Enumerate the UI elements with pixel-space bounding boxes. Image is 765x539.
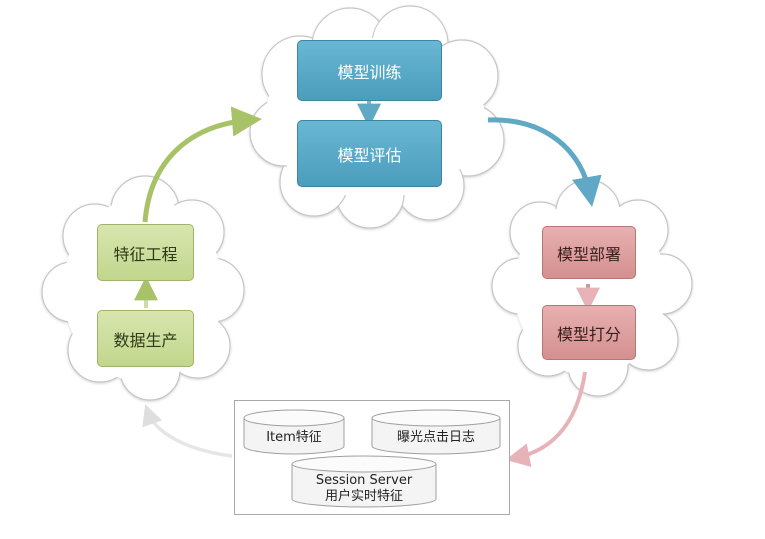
node-data-production: 数据生产 [97, 310, 194, 367]
arrow-evaluation-to-deployment [487, 117, 602, 207]
label-session-server-title: Session Server [315, 472, 413, 488]
arrow-storage-to-data [142, 404, 233, 458]
node-feature-engineering: 特征工程 [97, 224, 194, 281]
label-session-server-subtitle: 用户实时特征 [324, 488, 403, 504]
arrow-feature-to-training [142, 106, 262, 223]
label-exposure-click-log: 曝光点击日志 [396, 429, 475, 445]
arrow-scoring-to-storage [505, 371, 587, 467]
node-model-deployment: 模型部署 [542, 226, 636, 279]
label-item-features: Item特征 [266, 429, 322, 445]
node-model-scoring: 模型打分 [542, 305, 636, 360]
node-model-evaluation: 模型评估 [297, 120, 442, 187]
node-model-training: 模型训练 [297, 40, 442, 101]
